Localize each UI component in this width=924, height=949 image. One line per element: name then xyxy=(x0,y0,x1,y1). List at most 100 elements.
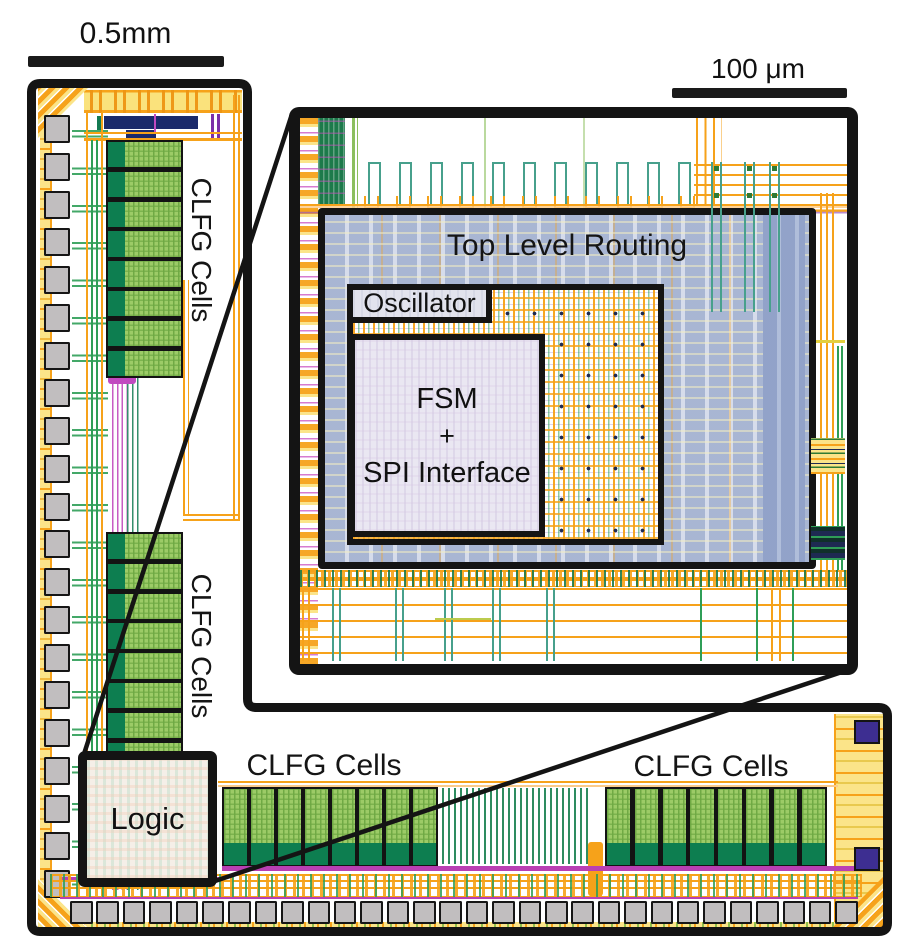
io-pad xyxy=(44,643,70,672)
magenta-bus xyxy=(222,866,858,871)
clfg-cell xyxy=(772,788,799,866)
pad-ring-top xyxy=(84,90,242,113)
clfg-cell xyxy=(107,319,182,348)
clfg-cell xyxy=(107,170,182,199)
clfg-cell xyxy=(358,788,383,866)
clfg-cell xyxy=(250,788,275,866)
io-pad xyxy=(44,492,70,521)
bottom-orange-v3 xyxy=(771,588,773,661)
io-pad xyxy=(835,901,858,924)
io-pad xyxy=(518,901,542,924)
io-pad xyxy=(228,901,251,924)
magenta-line-thin xyxy=(60,896,858,899)
clfg-cell xyxy=(107,260,182,288)
top-level-routing-label: Top Level Routing xyxy=(446,229,688,262)
bottom-green-v1 xyxy=(700,588,702,661)
clfg-cell xyxy=(107,652,182,680)
io-pad xyxy=(281,901,304,924)
io-pad xyxy=(782,901,806,924)
clfg-cell xyxy=(331,788,356,866)
bottom-teal-pair-3 xyxy=(444,588,453,661)
pale-green-vline-1 xyxy=(352,118,355,208)
clfg-cell xyxy=(107,622,182,650)
clfg-cell-row-1 xyxy=(222,787,438,867)
io-pad xyxy=(44,681,70,710)
clfg-cell xyxy=(107,230,182,258)
bottom-orange-v2 xyxy=(308,588,310,661)
clfg-cell xyxy=(107,290,182,318)
bottom-green-v3 xyxy=(792,588,794,661)
tall-teal-pair-3 xyxy=(769,162,780,312)
logic-label: Logic xyxy=(110,801,185,836)
clfg-cell-column-2 xyxy=(106,532,183,770)
io-pad xyxy=(70,901,93,924)
fsm-label-line1: FSM xyxy=(416,382,478,415)
logic-box: Logic xyxy=(78,751,217,887)
io-pad xyxy=(44,454,70,483)
indigo-block-1 xyxy=(854,720,880,744)
io-pad xyxy=(307,901,331,924)
clfg-cell xyxy=(107,562,182,591)
clfg-cell xyxy=(107,711,182,740)
io-pad xyxy=(360,901,383,924)
io-pad xyxy=(44,341,70,370)
io-pad xyxy=(756,901,779,924)
io-pad xyxy=(44,794,70,823)
tall-teal-pair-1 xyxy=(711,162,722,312)
yellow-green-step xyxy=(435,618,491,620)
inset-tick-band xyxy=(300,570,847,587)
bottom-teal-pair-1 xyxy=(332,588,341,661)
io-pad xyxy=(439,901,462,924)
bottom-orange-rail-1 xyxy=(218,781,838,783)
io-pad xyxy=(149,901,172,924)
bottom-green-v2 xyxy=(756,588,758,661)
orange-hpair-1 xyxy=(183,514,240,516)
io-pad xyxy=(44,568,70,596)
io-pad xyxy=(44,152,70,181)
io-pad xyxy=(44,115,70,143)
fsm-label-line2: + xyxy=(439,420,455,451)
clfg-cells-label-left-1: CLFG Cells xyxy=(186,177,217,323)
clfg-cell-column-1 xyxy=(106,140,183,378)
io-pad xyxy=(122,901,146,924)
clfg-cell xyxy=(107,682,182,710)
io-pad xyxy=(44,379,70,408)
clfg-cell xyxy=(800,788,826,866)
bottom-orange-v4 xyxy=(779,588,781,661)
right-orange-v1 xyxy=(820,193,822,570)
orange-hpair-2 xyxy=(183,519,240,521)
scalebar-inset-label: 100 μm xyxy=(711,53,805,84)
bottom-pad-row xyxy=(70,901,858,924)
scalebar-top-bar xyxy=(28,56,224,67)
inset-bottom-hlines xyxy=(300,588,847,661)
clfg-cell xyxy=(385,788,410,866)
io-pad xyxy=(333,901,357,924)
io-pad xyxy=(624,901,647,924)
io-pad xyxy=(44,530,70,559)
inset-dark-green-block xyxy=(318,118,345,206)
io-pad xyxy=(44,266,70,294)
bottom-teal-pair-2 xyxy=(395,588,404,661)
io-pad xyxy=(571,901,594,924)
orange-vpair-b2 xyxy=(238,95,240,519)
clfg-cell xyxy=(107,592,182,620)
io-pad xyxy=(492,901,515,924)
indigo-block-2 xyxy=(854,847,880,871)
clfg-cells-label-bottom-2: CLFG Cells xyxy=(633,750,789,783)
io-pad xyxy=(597,901,621,924)
clfg-cell xyxy=(107,141,182,169)
io-pad xyxy=(729,901,753,924)
clfg-cell xyxy=(606,788,632,866)
clfg-cells-label-bottom-1: CLFG Cells xyxy=(246,749,402,782)
fsm-spi-box: FSM + SPI Interface xyxy=(349,334,545,537)
scalebar-top-label: 0.5mm xyxy=(79,17,172,50)
io-pad xyxy=(808,901,832,924)
clfg-cell xyxy=(107,349,182,377)
tall-teal-pair-2 xyxy=(744,162,755,312)
io-pad xyxy=(44,417,70,445)
io-pad xyxy=(175,901,199,924)
clfg-cell xyxy=(107,533,182,561)
io-pad xyxy=(44,228,70,257)
clfg-cells-label-left-2: CLFG Cells xyxy=(186,573,217,719)
bottom-orange-v1 xyxy=(302,588,304,661)
